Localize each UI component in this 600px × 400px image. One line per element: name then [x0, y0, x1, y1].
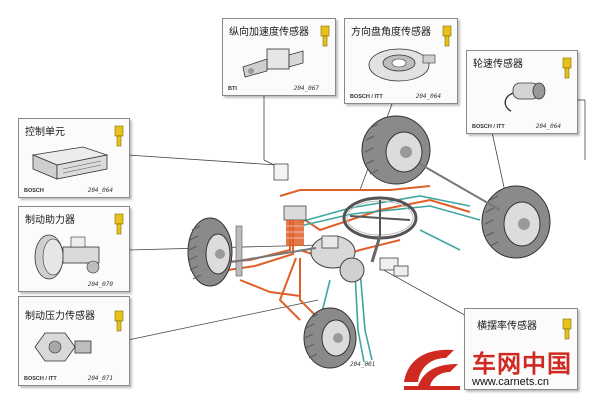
callout-label: 方向盘角度传感器: [351, 27, 431, 38]
callout-wheel-speed-sensor: 轮速传感器 BOSCH / ITT 204_064: [466, 50, 578, 134]
control-unit-icon: [31, 146, 109, 180]
connector-icon: [114, 213, 124, 235]
connector-icon: [562, 57, 572, 79]
carnets-watermark: 车网中国 www.carnets.cn: [398, 342, 598, 398]
wheel-rear-right: [361, 115, 431, 185]
steering-wheel: [342, 196, 418, 263]
steering-sensor-icon: [368, 48, 436, 82]
callout-label: 纵向加速度传感器: [229, 27, 309, 38]
wheel-front-left: [187, 217, 243, 287]
carnets-logo-icon: [404, 349, 460, 390]
master-cylinder: [310, 235, 409, 283]
wheel-rear-left: [303, 307, 357, 369]
diagram-code: 204_001: [350, 361, 375, 368]
accel-sensor-icon: [242, 48, 304, 78]
callout-brand: BTI: [228, 86, 237, 92]
callout-label: 控制单元: [25, 127, 65, 138]
pressure-sensor-icon: [34, 332, 92, 362]
ecu-module: [283, 205, 307, 246]
callout-label: 制动助力器: [25, 215, 75, 226]
callout-yaw-rate-sensor: 横摆率传感器: [464, 308, 578, 390]
callout-brand: BOSCH / ITT: [350, 94, 383, 100]
callout-code: 204_064: [535, 123, 561, 130]
callout-control-unit: 控制单元 BOSCH 204_064: [18, 118, 130, 198]
callout-brake-booster: 制动助力器 204_070: [18, 206, 130, 292]
callout-code: 204_064: [87, 187, 113, 194]
callout-brand: BOSCH / ITT: [24, 376, 57, 382]
callout-code: 204_064: [415, 93, 441, 100]
connector-icon: [114, 125, 124, 147]
callout-label: 制动压力传感器: [25, 311, 95, 322]
watermark-name: 车网中国: [472, 350, 572, 378]
callout-label: 轮速传感器: [473, 59, 523, 70]
brake-booster-icon: [34, 234, 100, 280]
callout-code: 204_067: [293, 85, 319, 92]
connector-icon: [562, 318, 572, 340]
wheel-speed-sensor-icon: [504, 82, 546, 112]
callout-label: 横摆率传感器: [477, 321, 537, 332]
connector-icon: [320, 25, 330, 47]
callout-brake-pressure-sensor: 制动压力传感器 BOSCH / ITT 204_071: [18, 296, 130, 386]
callout-code: 204_070: [87, 281, 113, 288]
axles: [231, 163, 501, 263]
connector-icon: [114, 310, 124, 332]
callout-brand: BOSCH: [24, 188, 44, 194]
connector-icon: [442, 25, 452, 47]
accel-sensor-small: [273, 163, 289, 181]
wheel-front-right: [481, 185, 551, 259]
callout-steering-angle-sensor: 方向盘角度传感器 BOSCH / ITT 204_064: [344, 18, 458, 104]
watermark-url: www.carnets.cn: [472, 376, 550, 388]
callout-code: 204_071: [87, 375, 113, 382]
callout-longitudinal-accel-sensor: 纵向加速度传感器 BTI 204_067: [222, 18, 336, 96]
callout-brand: BOSCH / ITT: [472, 124, 505, 130]
